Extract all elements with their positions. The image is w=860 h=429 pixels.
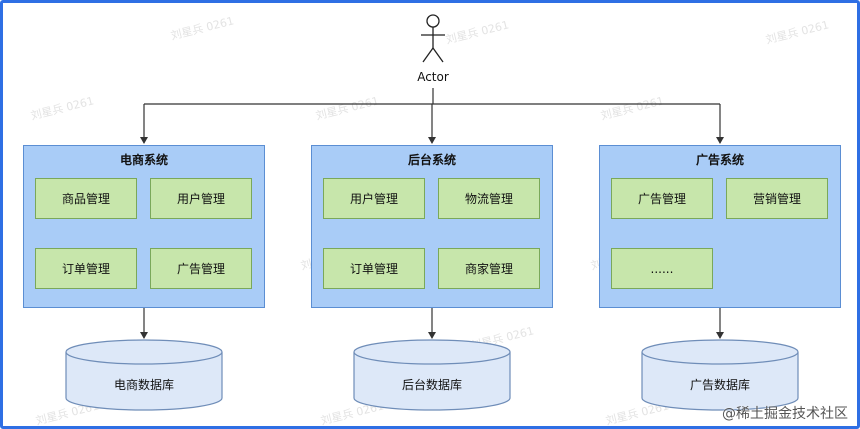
- actor-icon: [421, 14, 445, 63]
- system-box-advertising: 广告系统 广告管理 营销管理 ......: [599, 145, 841, 308]
- module-box: 广告管理: [150, 248, 252, 289]
- module-box: 广告管理: [611, 178, 713, 219]
- actor-label: Actor: [417, 70, 449, 84]
- module-box: 订单管理: [323, 248, 425, 289]
- system-title: 广告系统: [695, 153, 744, 167]
- module-box: 营销管理: [726, 178, 828, 219]
- database-label: 电商数据库: [113, 378, 174, 392]
- connector-actor-trunk: [144, 88, 720, 105]
- module-box: 商家管理: [438, 248, 540, 289]
- system-title: 后台系统: [407, 153, 456, 167]
- footer-credit: @稀土掘金技术社区: [722, 406, 848, 422]
- system-title: 电商系统: [119, 153, 168, 167]
- database-cylinder-1: [65, 339, 223, 411]
- module-box: ......: [611, 248, 713, 289]
- system-box-ecommerce: 电商系统 商品管理 用户管理 订单管理 广告管理: [23, 145, 265, 308]
- module-box: 商品管理: [35, 178, 137, 219]
- module-box: 物流管理: [438, 178, 540, 219]
- system-box-backend: 后台系统 用户管理 物流管理 订单管理 商家管理: [311, 145, 553, 308]
- database-cylinder-3: [641, 339, 799, 411]
- module-box: 用户管理: [150, 178, 252, 219]
- database-label: 广告数据库: [689, 378, 750, 392]
- module-box: 订单管理: [35, 248, 137, 289]
- database-cylinder-2: [353, 339, 511, 411]
- module-box: 用户管理: [323, 178, 425, 219]
- database-label: 后台数据库: [401, 378, 462, 392]
